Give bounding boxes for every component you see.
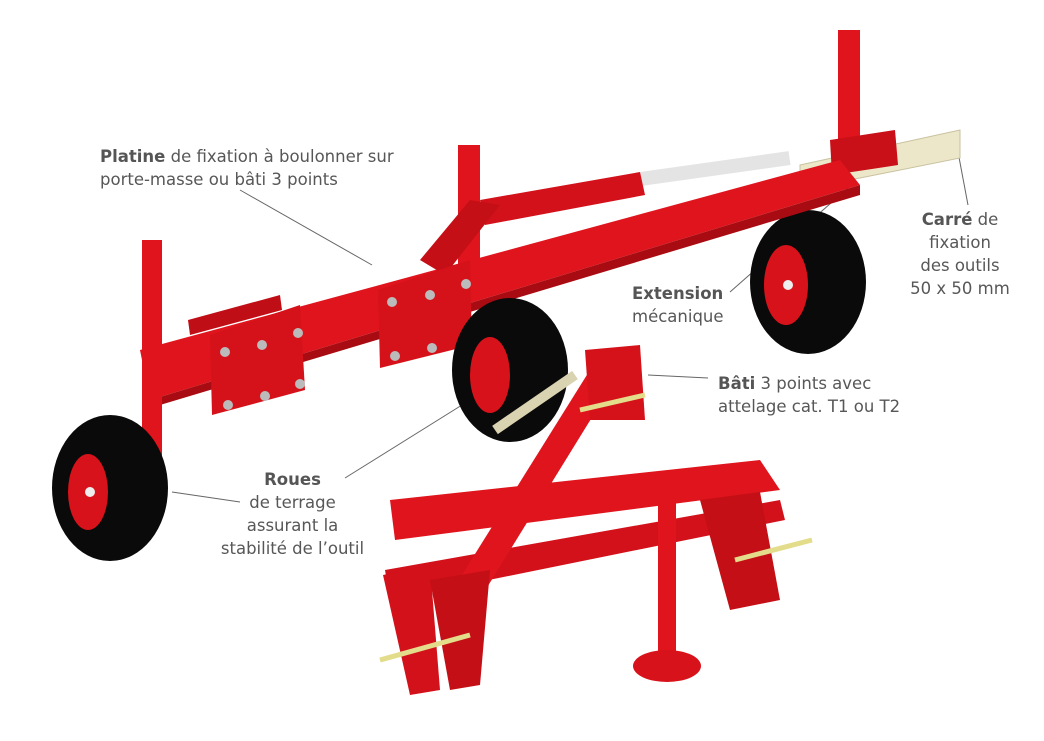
label-carre: Carré de fixation des outils 50 x 50 mm (895, 208, 1025, 300)
label-roues-line3: assurant la (246, 516, 339, 535)
label-carre-line2: fixation (929, 233, 991, 252)
label-roues-line4: stabilité de l’outil (220, 539, 365, 558)
label-carre-line3: des outils (920, 256, 1000, 275)
label-platine-text: de fixation à boulonner sur (165, 147, 394, 166)
label-carre-line4: 50 x 50 mm (910, 279, 1010, 298)
upright-right (838, 30, 860, 150)
leader-carre (957, 151, 969, 206)
hydraulic-cylinder (480, 172, 645, 225)
label-roues-line2: de terrage (249, 493, 336, 512)
label-bati-line2: attelage cat. T1 ou T2 (718, 397, 901, 416)
label-extension-title: Extension (632, 284, 724, 303)
label-platine: Platine de fixation à boulonner sur port… (100, 145, 394, 191)
label-platine-title: Platine (100, 147, 166, 166)
label-bati: Bâti 3 points avec attelage cat. T1 ou T… (718, 372, 900, 418)
leader-bati (647, 374, 709, 379)
wheel-left (52, 415, 168, 561)
label-extension: Extension mécanique (632, 282, 724, 328)
label-bati-text: 3 points avec (755, 374, 872, 393)
label-roues: Roues de terrage assurant la stabilité d… (205, 468, 380, 560)
label-extension-line2: mécanique (632, 307, 724, 326)
leader-platine (239, 189, 373, 266)
wheel-middle (452, 298, 568, 442)
leader-roues-mid (344, 399, 471, 479)
three-point-frame (379, 345, 813, 695)
main-beam (140, 160, 860, 400)
leader-roues-left (171, 491, 241, 503)
upright-left (142, 240, 162, 470)
square-holder (830, 130, 898, 175)
label-roues-title: Roues (264, 470, 321, 489)
label-carre-text: de (972, 210, 999, 229)
label-platine-line2: porte-masse ou bâti 3 points (100, 170, 338, 189)
hydraulic-rod (640, 151, 791, 186)
label-carre-title: Carré (921, 210, 973, 229)
label-bati-title: Bâti (718, 374, 756, 393)
mounting-plates (188, 260, 473, 415)
wheel-right (750, 210, 866, 354)
